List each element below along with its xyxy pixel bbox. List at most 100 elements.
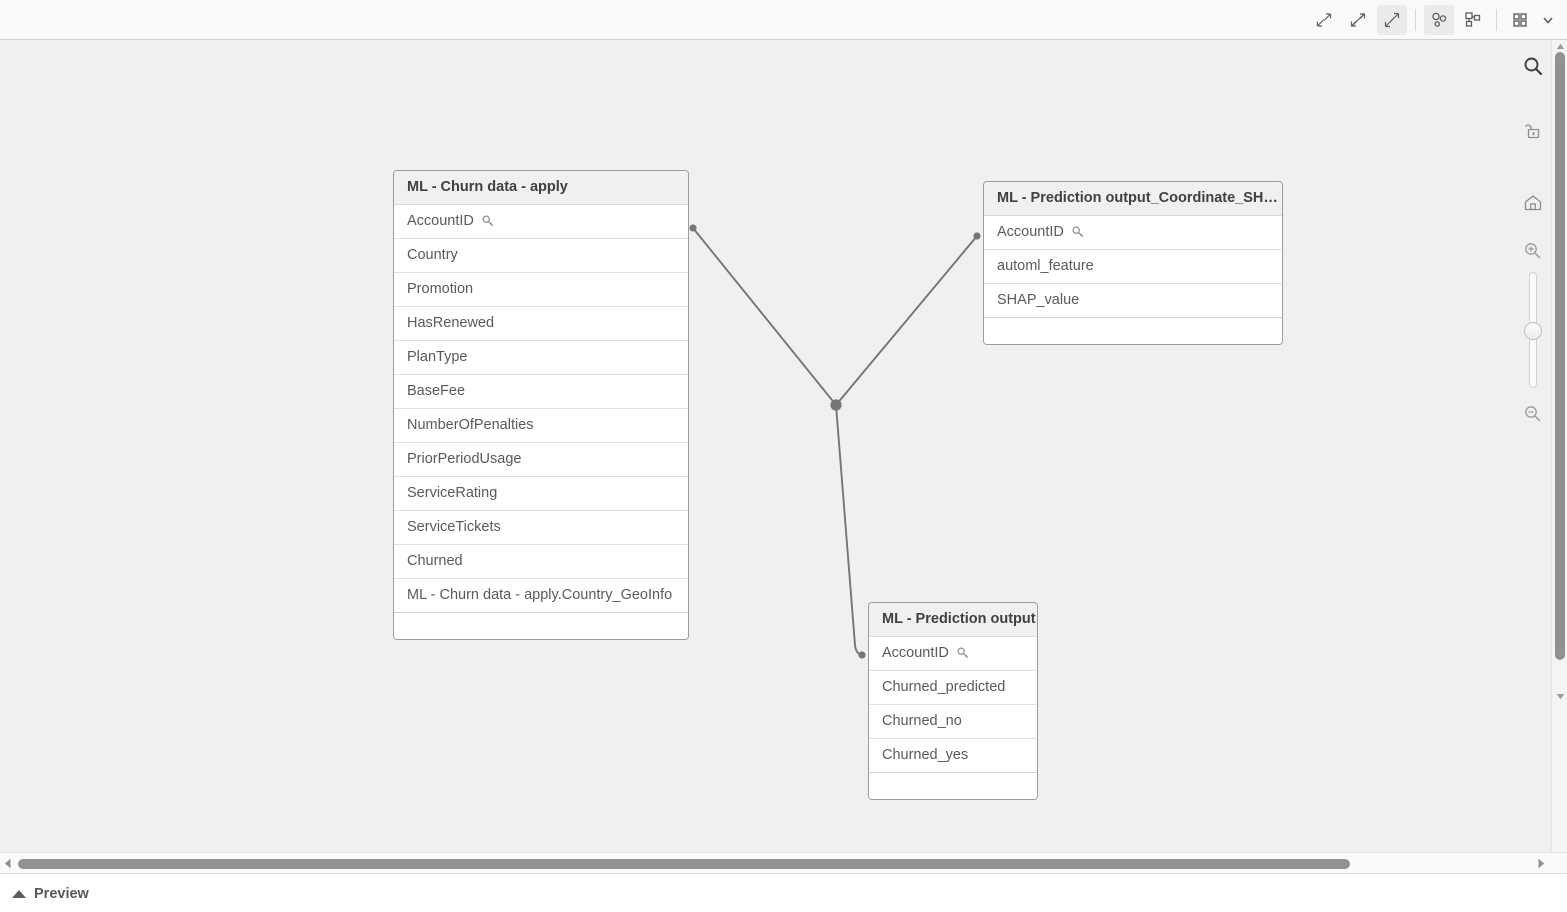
zoom-slider[interactable] — [1515, 272, 1551, 392]
horizontal-scrollbar[interactable] — [0, 852, 1567, 874]
zoom-out-button[interactable] — [1515, 398, 1551, 430]
table-field-row[interactable]: automl_feature — [984, 250, 1282, 284]
table-field-row[interactable]: NumberOfPenalties — [394, 409, 688, 443]
collapse-all-button[interactable] — [1309, 5, 1339, 35]
primary-key-indicator — [1071, 225, 1086, 240]
unlock-button[interactable] — [1515, 115, 1551, 147]
field-label: AccountID — [882, 645, 949, 661]
association-hub-node[interactable] — [830, 399, 842, 411]
association-links — [689, 224, 981, 659]
table-card-footer — [869, 773, 1037, 799]
bubbles-view-icon — [1432, 12, 1447, 27]
collapse-diagonal-icon — [1350, 12, 1366, 27]
triangle-right-icon — [1538, 858, 1545, 868]
table-field-row[interactable]: ServiceRating — [394, 477, 688, 511]
field-label: ServiceTickets — [407, 519, 501, 535]
table-field-row[interactable]: PriorPeriodUsage — [394, 443, 688, 477]
primary-key-icon — [957, 647, 969, 659]
scroll-right-button[interactable] — [1533, 853, 1549, 873]
table-field-row[interactable]: Churned_no — [869, 705, 1037, 739]
field-label: Churned_no — [882, 713, 962, 729]
field-label: automl_feature — [997, 258, 1094, 274]
search-icon — [1524, 57, 1543, 76]
scroll-left-button[interactable] — [0, 853, 16, 873]
field-label: BaseFee — [407, 383, 466, 399]
field-label: Country — [407, 247, 458, 263]
triangle-down-icon — [1556, 693, 1564, 699]
table-field-row[interactable]: SHAP_value — [984, 284, 1282, 318]
grid-view-button[interactable] — [1505, 5, 1535, 35]
table-field-row[interactable]: AccountID — [984, 216, 1282, 250]
table-field-row[interactable]: BaseFee — [394, 375, 688, 409]
link-endpoint-dot[interactable] — [858, 651, 866, 659]
preview-panel-toggle[interactable]: Preview — [0, 875, 1567, 912]
unlock-icon — [1524, 124, 1540, 139]
table-card-prediction-output-coordinate-shap[interactable]: ML - Prediction output_Coordinate_SH… Acc… — [983, 181, 1283, 345]
tree-view-icon — [1465, 11, 1481, 27]
table-field-row[interactable]: HasRenewed — [394, 307, 688, 341]
canvas-tool-rail — [1515, 40, 1551, 852]
field-label: ServiceRating — [407, 485, 498, 501]
primary-key-indicator — [481, 214, 496, 229]
field-label: AccountID — [407, 213, 474, 229]
field-label: SHAP_value — [997, 292, 1080, 308]
field-label: AccountID — [997, 224, 1064, 240]
table-title[interactable]: ML - Churn data - apply — [394, 171, 688, 205]
table-field-row[interactable]: Promotion — [394, 273, 688, 307]
table-field-row[interactable]: PlanType — [394, 341, 688, 375]
triangle-up-icon — [12, 889, 26, 898]
scroll-down-button[interactable] — [1552, 690, 1567, 702]
link-churn-to-hub[interactable] — [692, 227, 837, 406]
link-hub-to-coordinate-shap[interactable] — [835, 235, 978, 406]
chevron-down-icon — [1543, 16, 1553, 24]
primary-key-icon — [482, 215, 494, 227]
collapse-all-icon — [1316, 12, 1332, 27]
primary-key-icon — [1072, 226, 1084, 238]
bubbles-view-button[interactable] — [1424, 4, 1454, 35]
toolbar-divider-1 — [1415, 8, 1416, 31]
table-field-row[interactable]: ML - Churn data - apply.Country_GeoInfo — [394, 579, 688, 613]
table-field-row[interactable]: Country — [394, 239, 688, 273]
field-label: Churned — [407, 553, 463, 569]
top-toolbar — [0, 0, 1567, 40]
table-field-row[interactable]: Churned_yes — [869, 739, 1037, 773]
table-field-row[interactable]: Churned — [394, 545, 688, 579]
zoom-slider-handle[interactable] — [1524, 322, 1542, 340]
primary-key-indicator — [956, 646, 971, 661]
tree-view-button[interactable] — [1458, 5, 1488, 35]
table-title[interactable]: ML - Prediction output — [869, 603, 1037, 637]
field-label: ML - Churn data - apply.Country_GeoInfo — [407, 587, 673, 603]
vertical-scroll-thumb[interactable] — [1555, 52, 1565, 660]
scroll-up-button[interactable] — [1552, 40, 1567, 52]
table-field-row[interactable]: AccountID — [394, 205, 688, 239]
collapse-diagonal-button[interactable] — [1343, 5, 1373, 35]
field-label: NumberOfPenalties — [407, 417, 534, 433]
table-card-footer — [394, 613, 688, 639]
table-card-footer — [984, 318, 1282, 344]
search-button[interactable] — [1515, 50, 1551, 82]
table-field-row[interactable]: AccountID — [869, 637, 1037, 671]
field-label: Churned_yes — [882, 747, 969, 763]
table-field-row[interactable]: ServiceTickets — [394, 511, 688, 545]
home-button[interactable] — [1515, 187, 1551, 219]
triangle-left-icon — [4, 858, 11, 868]
zoom-in-button[interactable] — [1515, 235, 1551, 267]
field-label: PlanType — [407, 349, 468, 365]
table-field-row[interactable]: Churned_predicted — [869, 671, 1037, 705]
link-endpoint-dot[interactable] — [973, 232, 981, 240]
field-label: HasRenewed — [407, 315, 495, 331]
horizontal-scroll-thumb[interactable] — [18, 859, 1350, 869]
vertical-scrollbar[interactable] — [1551, 40, 1567, 852]
zoom-in-icon — [1525, 243, 1541, 259]
table-title[interactable]: ML - Prediction output_Coordinate_SH… — [984, 182, 1282, 216]
toolbar-divider-2 — [1496, 8, 1497, 31]
link-hub-to-prediction-output[interactable] — [835, 404, 863, 656]
view-options-chevron-button[interactable] — [1537, 5, 1559, 35]
link-endpoint-dot[interactable] — [689, 224, 697, 232]
field-label: PriorPeriodUsage — [407, 451, 522, 467]
expand-all-button[interactable] — [1377, 4, 1407, 35]
field-label: Churned_predicted — [882, 679, 1006, 695]
